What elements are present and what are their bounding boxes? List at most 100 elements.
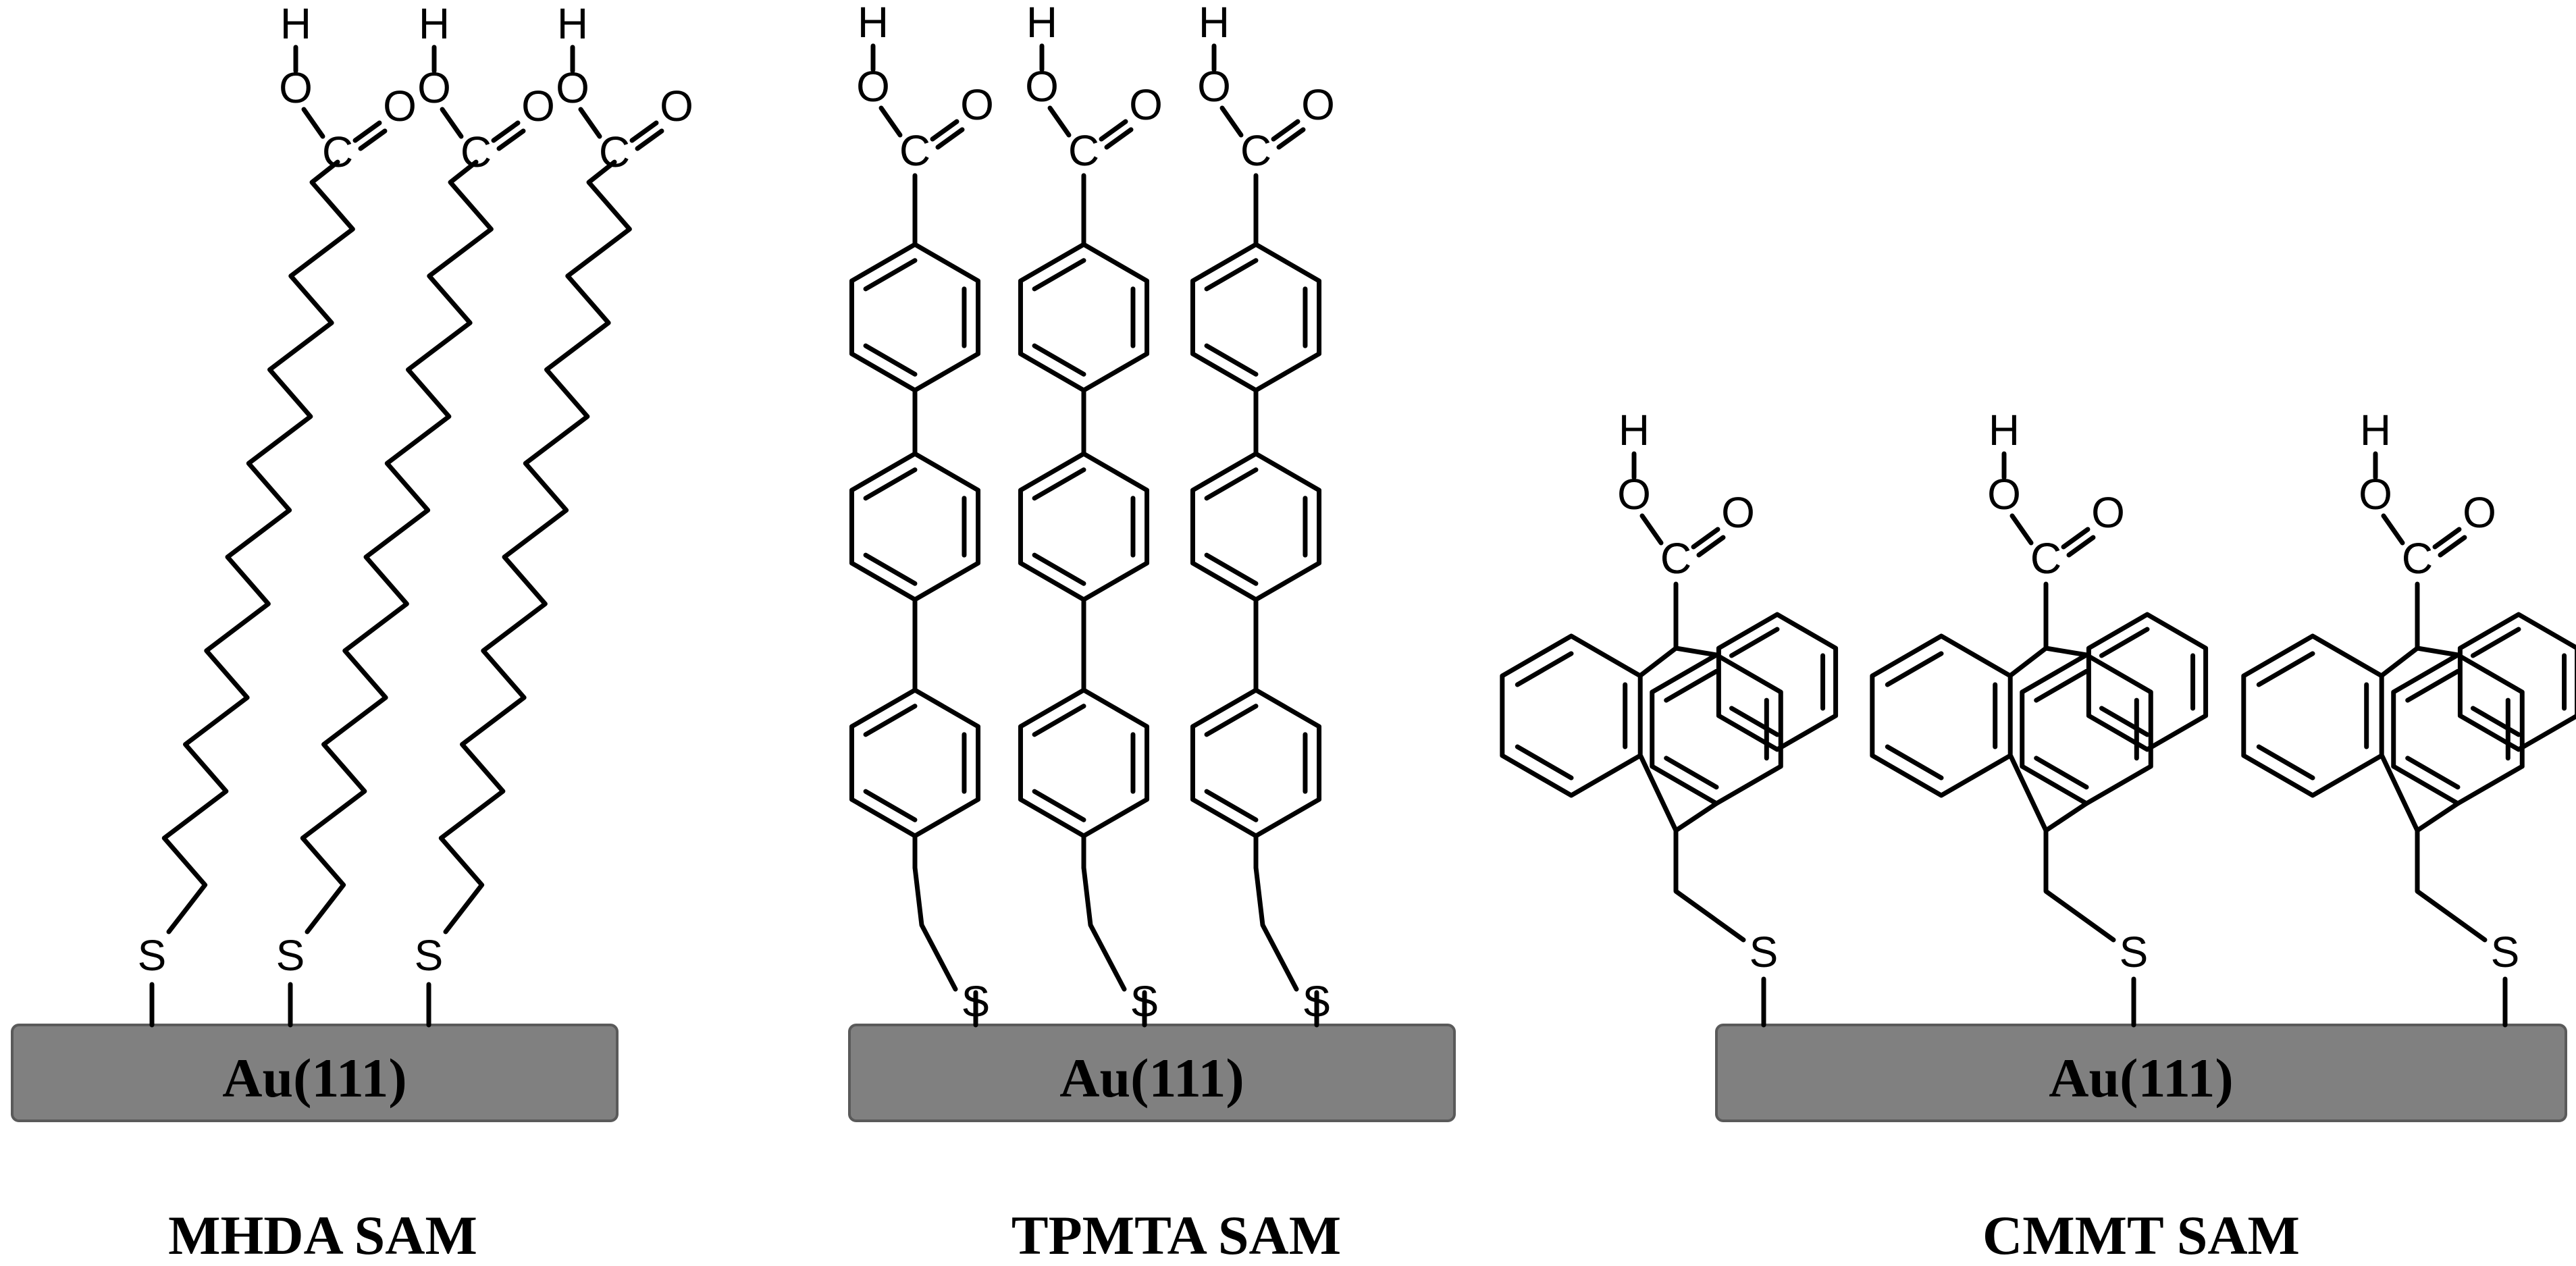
cage-bond [2043,645,2089,658]
c-o-bond [878,105,903,138]
benzene-ring [1190,687,1322,839]
carbon-atom: C [2030,534,2061,583]
substrate-cmmt [1715,1024,2567,1122]
benzene-ring [2086,612,2209,752]
aromatic-double-bond [1032,789,1086,822]
c-o-double-bond [2432,527,2462,550]
aromatic-double-bond [2099,706,2150,737]
benzene-ring [1018,242,1150,393]
aromatic-double-bond [1885,744,1944,781]
substrate-label-mhda: Au(111) [222,1047,406,1109]
c-o-double-bond [1099,119,1128,142]
molecule-layer: SCOHOSCOHOSCOHOSCOHOSCOHOSCOHOCCOHOSCCOH… [138,0,2576,1028]
cage-bond [1638,645,1679,678]
hydrogen-atom: H [280,0,311,48]
cage-bond [2380,645,2420,678]
carbonyl-oxygen-atom: O [1721,488,1755,537]
c-o-double-bond [930,119,960,142]
c-o-double-bond [1696,535,1726,558]
aromatic-double-bond [863,467,918,501]
carbonyl-oxygen-atom: O [660,82,693,130]
c-o-double-bond [358,128,388,151]
carbon-atom: C [599,128,630,176]
cage-bond [2043,801,2089,833]
aromatic-double-bond [2034,756,2089,790]
aromatic-double-bond [863,343,918,377]
aromatic-double-bond [863,258,918,292]
c-o-bond [301,107,325,139]
aromatic-double-bond [1204,467,1259,501]
benzene-ring [849,451,981,602]
sulfur-atom: S [2491,928,2520,976]
hydrogen-atom: H [1026,0,1057,47]
aromatic-double-bond [1032,704,1086,737]
aromatic-double-bond [1032,552,1086,586]
cage-bond [2415,645,2461,658]
substrate-label-cmmt: Au(111) [2049,1047,2233,1109]
aromatic-double-bond [2470,627,2521,658]
caption-mhda: MHDA SAM [168,1205,477,1266]
aromatic-double-bond [1204,704,1259,737]
substrate-label-tpmta: Au(111) [1059,1047,1244,1109]
carbonyl-oxygen-atom: O [1129,80,1163,129]
hydrogen-atom: H [858,0,889,47]
sulfur-atom: S [415,931,444,980]
aromatic-double-bond [1204,258,1259,292]
c-o-double-bond [935,127,965,150]
aromatic-double-bond [1032,467,1086,501]
hydrogen-atom: H [2360,406,2391,454]
benzene-ring [2457,612,2576,752]
c-o-double-bond [2066,535,2096,558]
aromatic-double-bond [1664,668,1719,703]
hydrogen-atom: H [557,0,588,48]
benzene-ring [849,242,981,393]
c-o-bond [1047,105,1072,138]
aromatic-double-bond [863,552,918,586]
c-o-bond [1219,105,1244,138]
c-o-double-bond [1276,127,1306,150]
carbonyl-oxygen-atom: O [521,82,555,130]
aromatic-double-bond [2256,651,2315,687]
cage-bond [2380,754,2420,833]
hydrogen-atom: H [1199,0,1230,47]
aromatic-double-bond [1032,343,1086,377]
carbonyl-oxygen-atom: O [2091,488,2125,537]
c-o-bond [2381,513,2405,546]
c-o-bond [578,107,602,139]
cage-bond [1673,801,1719,833]
aromatic-double-bond [1515,651,1574,687]
carbon-atom: C [461,128,492,176]
methylene-linker [1253,865,1299,992]
aromatic-double-bond [2034,668,2089,703]
c-o-bond [440,107,464,139]
aromatic-double-bond [2470,706,2521,737]
hydrogen-atom: H [1619,406,1650,454]
aromatic-double-bond [1664,756,1719,790]
methylene-linker [2415,828,2488,943]
sulfur-atom: S [2120,928,2149,976]
carbon-atom: C [2030,534,2061,583]
aromatic-double-bond [2405,756,2461,790]
benzene-ring [1018,687,1150,839]
aromatic-double-bond [1204,789,1259,822]
cage-bond [2415,801,2461,833]
aromatic-double-bond [1032,258,1086,292]
methylene-linker [2043,828,2116,943]
substrate-mhda [11,1024,619,1122]
c-o-double-bond [496,128,526,151]
carbon-atom: C [2402,534,2433,583]
benzene-ring [2241,633,2384,798]
aromatic-double-bond [1204,552,1259,586]
aromatic-double-bond [2099,627,2150,658]
carbon-atom: C [322,128,353,176]
aromatic-double-bond [1515,744,1574,781]
cage-bond [1673,645,1719,658]
